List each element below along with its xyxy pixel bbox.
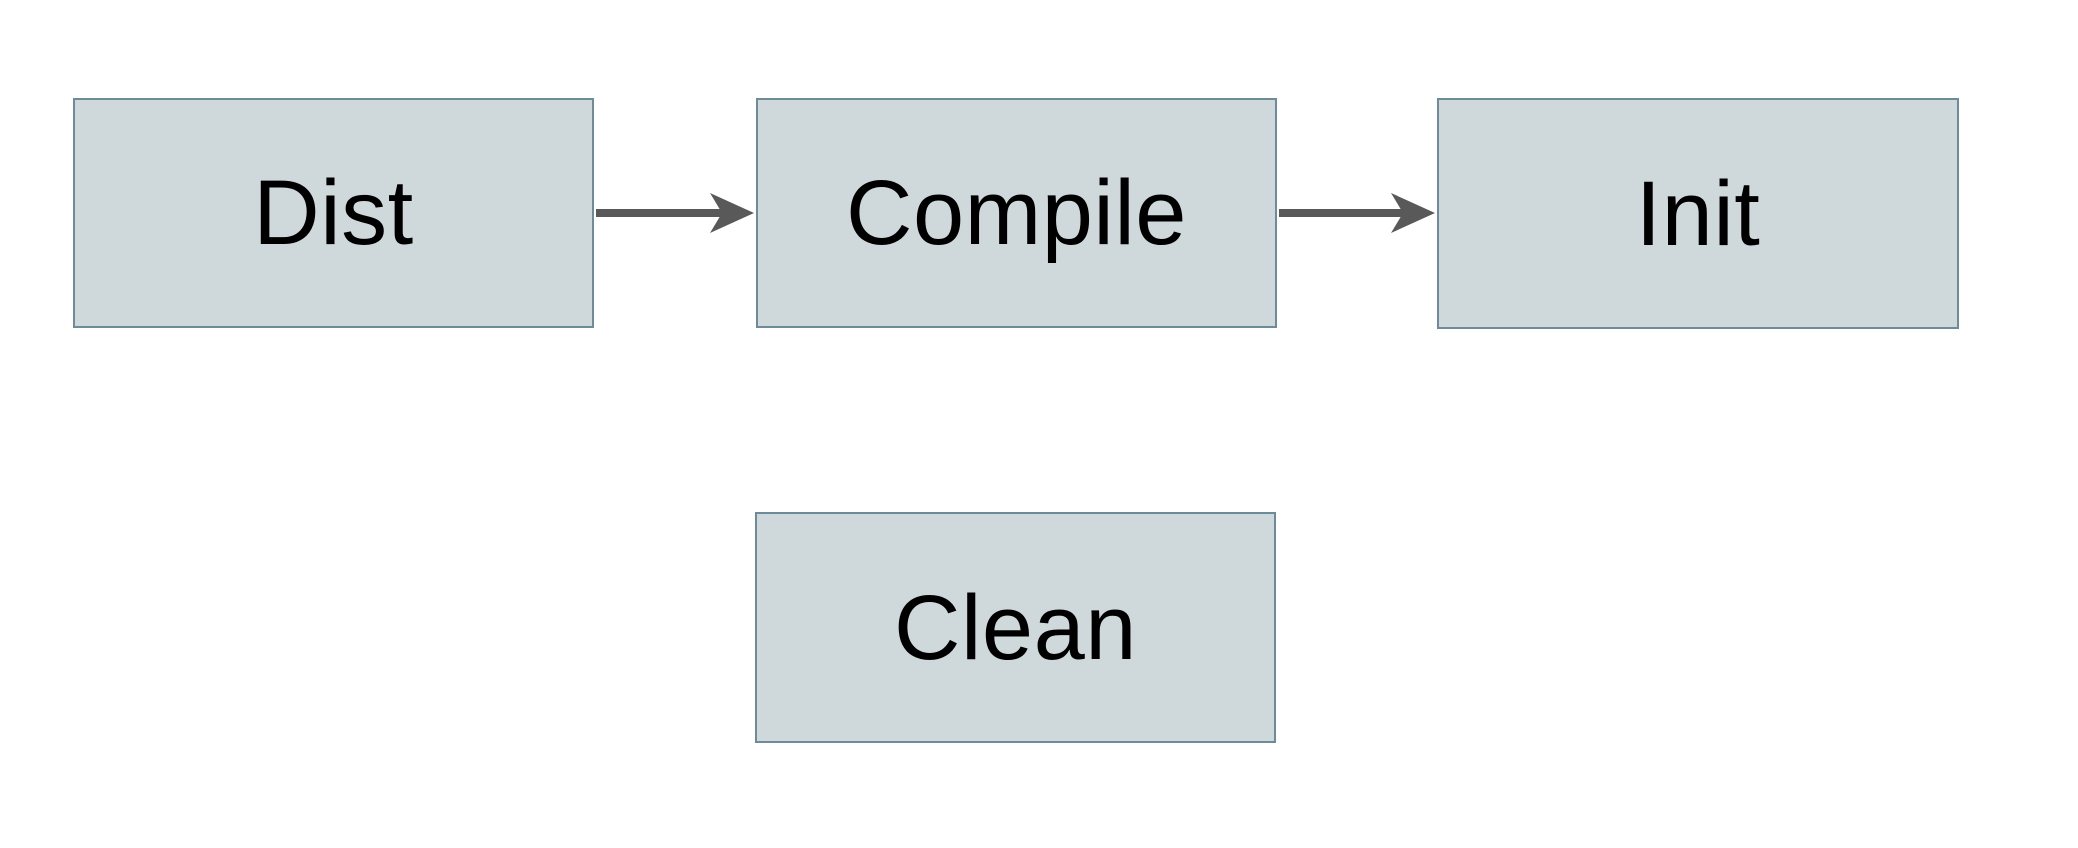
node-init[interactable]: Init (1437, 98, 1959, 329)
node-dist-label: Dist (253, 162, 414, 264)
arrow-dist-to-compile[interactable] (596, 193, 754, 233)
node-clean-label: Clean (894, 576, 1137, 679)
arrowhead-icon (710, 193, 754, 233)
node-compile[interactable]: Compile (756, 98, 1277, 328)
node-compile-label: Compile (846, 162, 1187, 264)
node-clean[interactable]: Clean (755, 512, 1276, 743)
node-dist[interactable]: Dist (73, 98, 594, 328)
arrow-compile-to-init[interactable] (1279, 193, 1435, 233)
node-init-label: Init (1635, 162, 1761, 265)
arrowhead-icon (1391, 193, 1435, 233)
